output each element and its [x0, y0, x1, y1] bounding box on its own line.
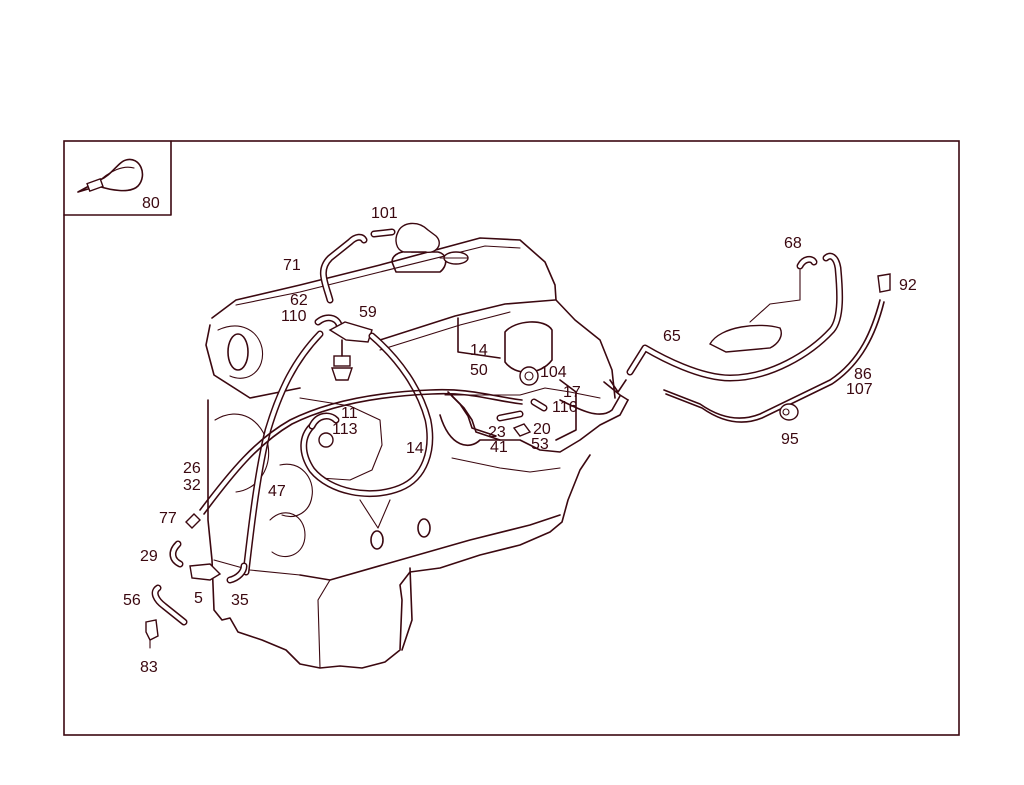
callout: 11 [341, 405, 358, 422]
callout: 5 [194, 590, 203, 607]
callout: 35 [231, 592, 249, 609]
callout: 83 [140, 659, 158, 676]
callout: 20 [533, 421, 551, 438]
callout: 14 [470, 342, 488, 359]
callout: 107 [846, 381, 873, 398]
diagram-frame [63, 140, 960, 736]
callout: 65 [663, 328, 681, 345]
callout: 47 [268, 483, 286, 500]
callout: 92 [899, 277, 917, 294]
callout: 113 [332, 421, 358, 438]
callout: 53 [531, 436, 549, 453]
callout: 23 [488, 424, 506, 441]
callout: 29 [140, 548, 158, 565]
callout: 68 [784, 235, 802, 252]
callout: 104 [540, 364, 567, 381]
callout: 116 [552, 399, 578, 416]
callout: 86 [854, 366, 872, 383]
callout: 62 [290, 292, 308, 309]
callout: 14 [406, 440, 424, 457]
engine-block [205, 237, 629, 669]
callout: 59 [359, 304, 377, 321]
callout: 26 [183, 460, 201, 477]
inset-cable-tie [63, 140, 172, 216]
callout: 95 [781, 431, 799, 448]
callout: 101 [371, 205, 398, 222]
callout: 71 [283, 257, 301, 274]
callout: 50 [470, 362, 488, 379]
callout: 41 [490, 439, 508, 456]
callout: 77 [159, 510, 177, 527]
callout: 17 [563, 384, 581, 401]
callout: 110 [281, 308, 307, 325]
callout: 32 [183, 477, 201, 494]
hoses [145, 222, 891, 649]
callout: 56 [123, 592, 141, 609]
callouts: 101 71 62 110 59 68 92 65 14 50 104 17 1… [123, 205, 917, 676]
callout-inset: 80 [142, 195, 160, 212]
